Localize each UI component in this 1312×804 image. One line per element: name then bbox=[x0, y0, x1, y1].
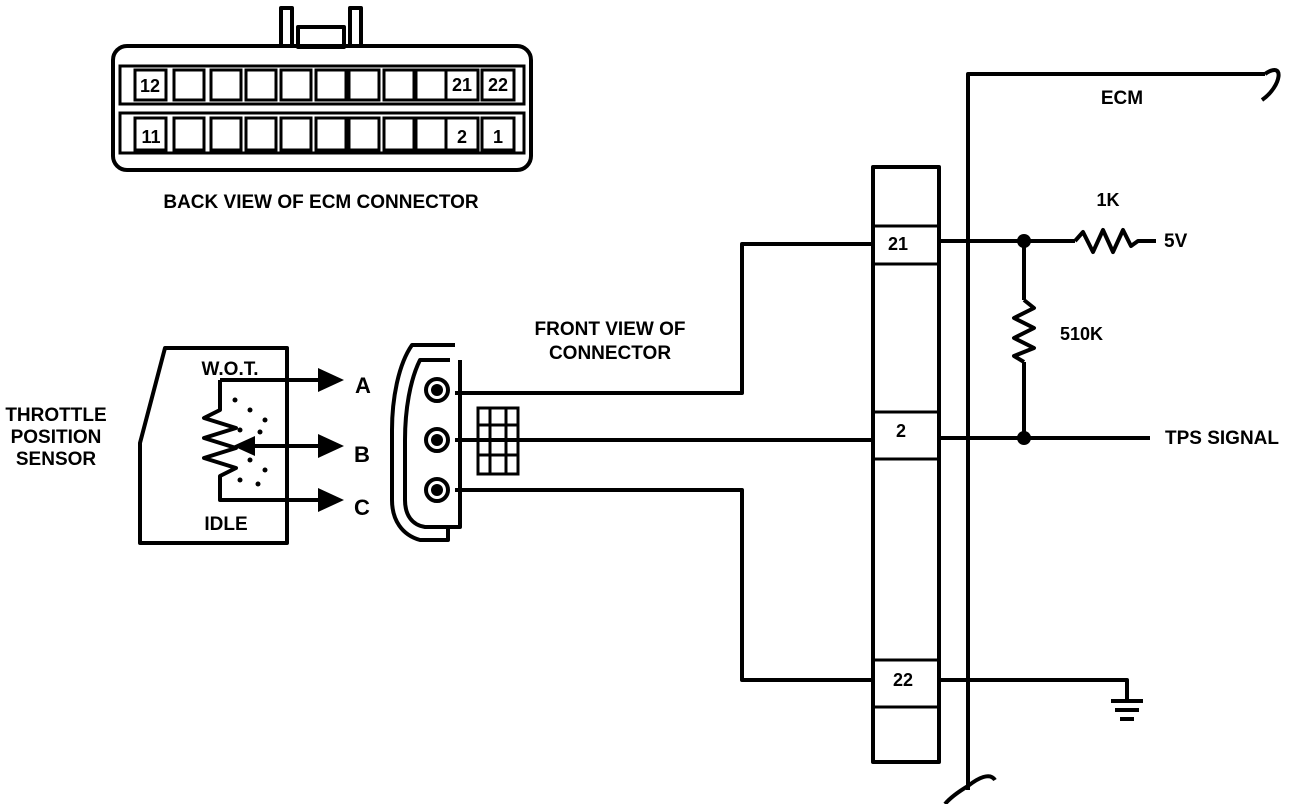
junction-dot-lower bbox=[1017, 431, 1031, 445]
connector-cells bbox=[133, 68, 516, 152]
supply-5v-label: 5V bbox=[1164, 231, 1188, 252]
front-view-caption-line1: FRONT VIEW OF bbox=[535, 319, 686, 340]
throttle-position-sensor: W.O.T. IDLE A B C THROTTLE POSITION SENS… bbox=[5, 346, 371, 545]
ecm-connector-back-view: 12 21 22 11 2 1 BACK VIEW OF ECM CONNECT… bbox=[111, 6, 533, 213]
junction-dot-upper bbox=[1017, 234, 1031, 248]
sensor-name-line3: SENSOR bbox=[16, 449, 97, 470]
wiring bbox=[455, 234, 1150, 700]
connector-latch-left bbox=[279, 6, 294, 46]
terminal-c-label: C bbox=[354, 495, 370, 520]
connector-body bbox=[111, 44, 533, 172]
connector-pin-1-label: 1 bbox=[493, 127, 503, 147]
resistor-1k-label: 1K bbox=[1096, 190, 1119, 210]
tps-connector-front-view: FRONT VIEW OF CONNECTOR bbox=[390, 319, 686, 542]
connector-pin-12-label: 12 bbox=[140, 76, 160, 96]
sensor-name-line2: POSITION bbox=[11, 427, 102, 448]
terminal-c-arrow bbox=[318, 488, 344, 512]
resistor-510k-label: 510K bbox=[1060, 324, 1103, 344]
sensor-speckle-dots bbox=[232, 397, 268, 487]
ecm-pin-22-label: 22 bbox=[893, 670, 913, 690]
connector-bottom-row bbox=[118, 111, 526, 155]
connector-pin-11-label: 11 bbox=[141, 127, 160, 147]
resistor-1k: 1K 5V bbox=[1073, 190, 1188, 254]
ecm-terminal-strip: 21 2 22 bbox=[871, 165, 941, 764]
sensor-resistive-element bbox=[202, 380, 325, 502]
connector-pin-21-label: 21 bbox=[452, 75, 472, 95]
connector-pin-22-label: 22 bbox=[488, 75, 508, 95]
wire-c-to-pin-22 bbox=[455, 488, 873, 682]
terminal-a-label: A bbox=[355, 373, 371, 398]
ecm-pin-21-label: 21 bbox=[888, 234, 908, 254]
connector-latch-right bbox=[348, 6, 363, 46]
sensor-wiper-arrow bbox=[233, 436, 255, 456]
ecm-label: ECM bbox=[1101, 88, 1143, 109]
terminal-b-arrow bbox=[318, 434, 344, 458]
front-view-caption-line2: CONNECTOR bbox=[549, 343, 671, 364]
resistor-510k: 510K bbox=[1012, 298, 1103, 364]
ecm-boundary: ECM bbox=[943, 68, 1281, 804]
ecm-pin-2-label: 2 bbox=[896, 421, 906, 441]
terminal-b-label: B bbox=[354, 442, 370, 467]
wire-pin-22-to-ground bbox=[939, 678, 1129, 700]
sensor-wot-label: W.O.T. bbox=[202, 359, 259, 380]
wire-a-to-pin-21 bbox=[455, 242, 873, 395]
ground-icon bbox=[1111, 699, 1143, 721]
ecm-connector-caption: BACK VIEW OF ECM CONNECTOR bbox=[163, 192, 479, 213]
sensor-idle-label: IDLE bbox=[204, 514, 247, 535]
connector-pin-2-label: 2 bbox=[457, 127, 467, 147]
sensor-name-line1: THROTTLE bbox=[5, 405, 106, 426]
terminal-a-arrow bbox=[318, 368, 344, 392]
tps-signal-label: TPS SIGNAL bbox=[1165, 428, 1279, 449]
connector-top-row bbox=[118, 64, 526, 106]
